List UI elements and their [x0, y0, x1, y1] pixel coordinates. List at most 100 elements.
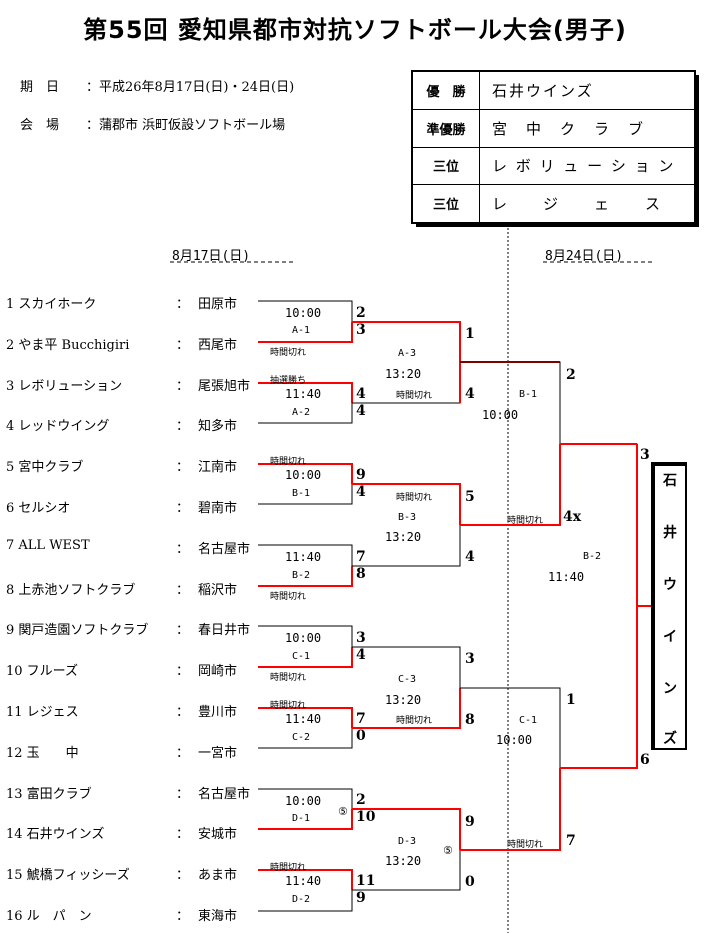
team-separator: ： — [176, 337, 190, 353]
team-name: 4 レッドウイング — [6, 419, 110, 435]
game-id: B-1 — [519, 389, 538, 400]
game-note: 時間切れ — [270, 348, 307, 358]
team-name: 1 スカイホーク — [6, 297, 97, 312]
score: 10 — [356, 809, 376, 825]
team-separator: ： — [176, 297, 190, 312]
game-note: 時間切れ — [270, 701, 307, 711]
game-mark: ⑤ — [443, 844, 453, 857]
game-time: 10:00 — [496, 733, 533, 747]
champion-char: 井 — [663, 525, 677, 541]
game-time: 10:00 — [285, 468, 322, 482]
venue-label: 会 場 — [20, 118, 60, 133]
score: 6 — [640, 752, 650, 768]
game-id: B-3 — [398, 512, 417, 523]
score: 9 — [465, 814, 475, 830]
score: 4 — [465, 386, 475, 402]
team-separator: ： — [176, 378, 190, 394]
game-note: 時間切れ — [396, 493, 433, 503]
team-name: 16 ル パ ン — [6, 909, 92, 924]
team-city: 春日井市 — [198, 623, 251, 639]
champion-char: イ — [663, 629, 677, 645]
team-separator: ： — [176, 868, 190, 884]
score: 8 — [356, 566, 366, 582]
game-id: C-2 — [292, 732, 311, 743]
score: 4 — [356, 484, 366, 500]
score: 9 — [356, 890, 366, 906]
team-separator: ： — [176, 582, 190, 598]
team-city: 名古屋市 — [198, 541, 251, 557]
game-time: 10:00 — [285, 794, 322, 808]
game-id: D-2 — [292, 894, 311, 905]
game-id: B-2 — [583, 551, 602, 562]
date-day2: 8月24日(日) — [545, 249, 624, 264]
champion-char: 石 — [663, 473, 677, 489]
team-name: 5 宮中クラブ — [6, 460, 84, 476]
game-id: B-1 — [292, 488, 311, 499]
team-name: 12 玉 中 — [6, 745, 79, 761]
team-separator: ： — [176, 501, 190, 516]
game-id: D-3 — [398, 836, 417, 847]
team-separator: ： — [176, 745, 190, 761]
team-city: 安城市 — [198, 827, 238, 843]
team-name: 13 富田クラブ — [6, 786, 92, 802]
result-row-runner-up: 準優勝宮 中 ク ラ ブ — [412, 108, 695, 148]
team-city: 田原市 — [198, 297, 238, 312]
score: 4x — [563, 509, 582, 525]
champion-char: ウ — [663, 577, 677, 593]
game-note: 時間切れ — [396, 716, 433, 726]
result-value: 宮 中 ク ラ ブ — [479, 108, 695, 148]
champion-char: ズ — [663, 731, 677, 747]
page-title: 第55回 愛知県都市対抗ソフトボール大会(男子) — [83, 16, 627, 44]
game-note: 時間切れ — [507, 516, 544, 526]
team-name: 8 上赤池ソフトクラブ — [6, 582, 136, 598]
team-name: 3 レボリューション — [6, 378, 123, 394]
team-city: 尾張旭市 — [198, 378, 251, 394]
team-name: 10 フルーズ — [6, 664, 79, 680]
game-id: A-2 — [292, 407, 311, 418]
result-row-third: 三位レ ジ ェ ス — [412, 184, 695, 223]
score: 3 — [640, 447, 650, 463]
venue-value: ：蒲郡市 浜町仮設ソフトボール場 — [86, 118, 286, 133]
team-city: あま市 — [198, 868, 238, 884]
results-table: 優 勝石井ウインズ 準優勝宮 中 ク ラ ブ 三位レ ボ リ ュ ー シ ョ ン… — [411, 70, 696, 224]
game-note: 時間切れ — [270, 457, 307, 467]
game-time: 11:40 — [285, 387, 322, 401]
score: 5 — [465, 489, 475, 505]
team-separator: ： — [176, 460, 190, 476]
score: 3 — [356, 322, 366, 338]
game-time: 10:00 — [285, 631, 322, 645]
period-label: 期 日 — [20, 80, 60, 95]
game-time: 13:20 — [385, 854, 422, 868]
score: 7 — [566, 833, 576, 849]
game-time: 10:00 — [285, 306, 322, 320]
game-note: 時間切れ — [507, 840, 544, 850]
game-id: B-2 — [292, 570, 311, 581]
result-value: 石井ウインズ — [479, 71, 695, 110]
team-city: 西尾市 — [198, 337, 238, 353]
team-separator: ： — [176, 909, 190, 924]
team-separator: ： — [176, 419, 190, 435]
score: 3 — [356, 630, 366, 646]
period-value: ：平成26年8月17日(日)・24日(日) — [86, 80, 295, 95]
score: 4 — [356, 386, 366, 402]
team-name: 6 セルシオ — [6, 501, 71, 516]
game-note: 時間切れ — [396, 391, 433, 401]
score: 11 — [356, 873, 376, 889]
score: 3 — [465, 651, 475, 667]
score: 7 — [356, 549, 366, 565]
team-name: 2 やま平 Bucchigiri — [6, 337, 130, 353]
game-id: D-1 — [292, 813, 311, 824]
team-name: 11 レジェス — [6, 705, 79, 720]
game-note: 抽選勝ち — [270, 376, 307, 386]
score: 8 — [465, 712, 475, 728]
team-city: 稲沢市 — [198, 582, 238, 598]
score: 1 — [566, 692, 576, 708]
result-label: 三位 — [412, 184, 480, 223]
result-value: レ ボ リ ュ ー シ ョ ン — [479, 146, 695, 186]
team-city: 名古屋市 — [198, 786, 251, 802]
game-id: C-3 — [398, 674, 417, 685]
game-id: C-1 — [519, 715, 538, 726]
game-time: 13:20 — [385, 693, 422, 707]
team-separator: ： — [176, 705, 190, 720]
score: 4 — [356, 403, 366, 419]
